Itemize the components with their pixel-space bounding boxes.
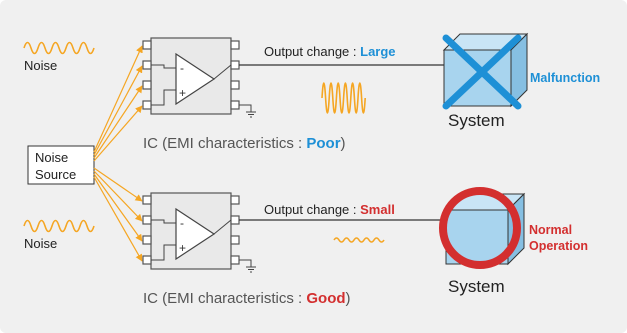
- output-change-bottom: Output change : Small: [264, 202, 395, 217]
- small-output-wave: [333, 237, 385, 243]
- output-change-top: Output change : Large: [264, 44, 396, 59]
- opamp-symbol-bottom: - +: [151, 207, 232, 261]
- opamp-plus-top: +: [179, 86, 186, 100]
- noise-source-line2: Source: [35, 167, 76, 182]
- ic-chip-bottom: - +: [142, 192, 256, 273]
- opamp-symbol-top: - +: [151, 52, 232, 106]
- noise-label-top: Noise: [24, 58, 57, 73]
- noise-wave-top-left: [23, 41, 95, 55]
- status-normal-line2: Operation: [529, 239, 588, 253]
- circle-ok-icon: [439, 187, 521, 269]
- status-normal-line1: Normal: [529, 223, 572, 237]
- cross-icon: [442, 34, 522, 110]
- noise-source-line1: Noise: [35, 150, 68, 165]
- ic-caption-bottom: IC (EMI characteristics : Good): [143, 290, 351, 307]
- ground-symbol-bottom: [239, 259, 256, 273]
- status-malfunction: Malfunction: [530, 71, 600, 85]
- noise-wave-bottom-left: [23, 219, 95, 233]
- system-label-top: System: [448, 111, 505, 130]
- ic-caption-top: IC (EMI characteristics : Poor): [143, 135, 346, 152]
- system-label-bottom: System: [448, 277, 505, 296]
- opamp-plus-bottom: +: [179, 241, 186, 255]
- opamp-minus-bottom: -: [180, 216, 184, 230]
- ground-symbol-top: [239, 104, 256, 118]
- large-output-wave: [321, 82, 366, 114]
- noise-label-bottom: Noise: [24, 236, 57, 251]
- ic-chip-top: - +: [142, 37, 256, 118]
- noise-arrows: [93, 45, 143, 262]
- opamp-minus-top: -: [180, 61, 184, 75]
- noise-source-box: Noise Source: [27, 145, 95, 185]
